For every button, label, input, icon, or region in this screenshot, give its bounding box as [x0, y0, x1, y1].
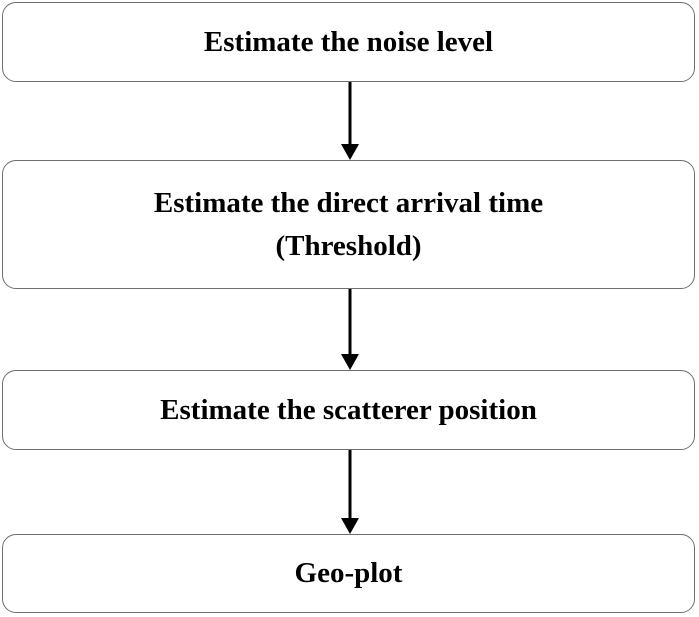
- flow-arrow-1: [335, 82, 365, 160]
- flow-arrow-2: [335, 289, 365, 370]
- step-label: Estimate the direct arrival time: [153, 186, 544, 219]
- flow-arrow-3: [335, 450, 365, 534]
- step-estimate-direct-arrival-time: Estimate the direct arrival time (Thresh…: [2, 160, 695, 289]
- down-arrow-icon: [341, 450, 359, 534]
- step-label: Estimate the noise level: [203, 25, 494, 58]
- step-estimate-scatterer-position: Estimate the scatterer position: [2, 370, 695, 450]
- step-label: Estimate the scatterer position: [160, 393, 537, 426]
- down-arrow-icon: [341, 82, 359, 160]
- step-sublabel: (Threshold): [275, 229, 422, 262]
- step-estimate-noise-level: Estimate the noise level: [2, 2, 695, 82]
- step-label: Geo-plot: [294, 557, 403, 589]
- step-geo-plot: Geo-plot: [2, 534, 695, 613]
- down-arrow-icon: [341, 289, 359, 370]
